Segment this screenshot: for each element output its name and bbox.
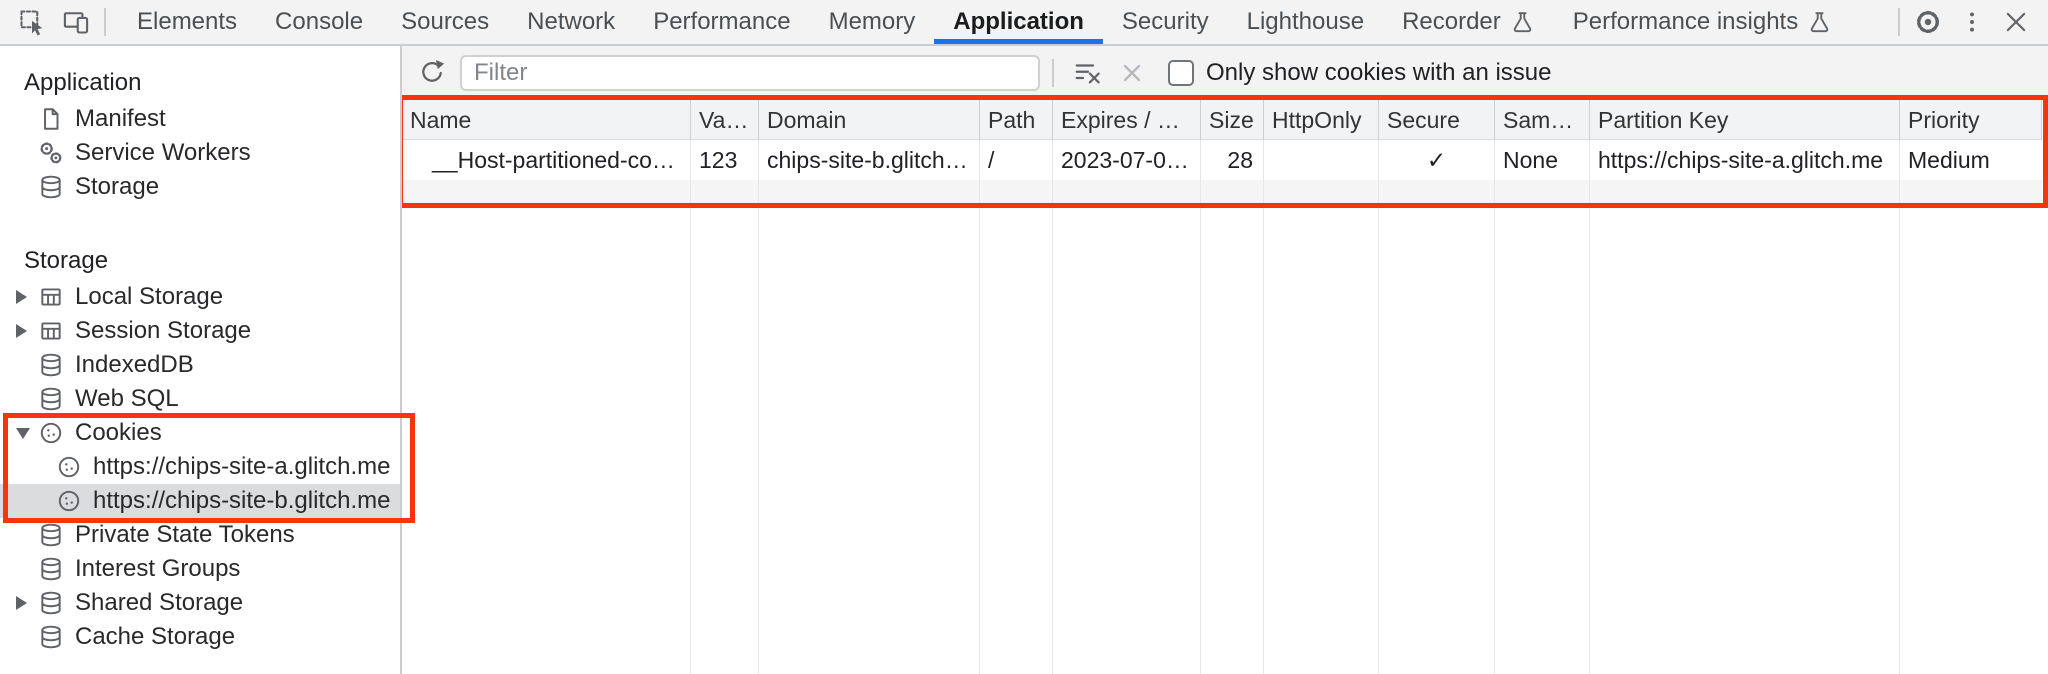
cell-secure-checkmark[interactable]: ✓ — [1379, 140, 1495, 180]
tab-network[interactable]: Network — [527, 8, 616, 35]
tab-performance-insights[interactable]: Performance insights — [1554, 0, 1851, 44]
cookie-table-row[interactable]: __Host-partitioned-cookie 123 chips-site… — [402, 140, 2042, 180]
cell-size[interactable]: 28 — [1201, 140, 1264, 180]
column-header-path[interactable]: Path — [980, 100, 1053, 139]
sidebar-item-cookies-chips-site-b[interactable]: https://chips-site-b.glitch.me — [0, 484, 400, 518]
toolbar-separator — [1052, 58, 1054, 87]
sidebar-item-storage[interactable]: Storage — [0, 170, 400, 204]
column-header-value[interactable]: Value — [691, 100, 759, 139]
toolbar-separator — [104, 8, 106, 36]
cookie-table: Name Value Domain Path Expires / M… Size… — [402, 100, 2042, 674]
sidebar-item-interest-groups[interactable]: Interest Groups — [0, 552, 400, 586]
cookie-icon — [40, 422, 62, 444]
column-header-priority[interactable]: Priority — [1900, 100, 2042, 139]
only-issue-cookies-checkbox[interactable] — [1168, 59, 1194, 86]
tab-application[interactable]: Application — [934, 0, 1103, 44]
table-icon — [41, 322, 61, 340]
application-sidebar: Application Manifest Service Workers — [0, 46, 415, 674]
cell-name[interactable]: __Host-partitioned-cookie — [402, 140, 691, 180]
file-icon — [44, 108, 59, 130]
column-header-name[interactable]: Name — [402, 100, 691, 139]
tab-elements[interactable]: Elements — [137, 8, 238, 35]
panel-tabs: Elements Console Sources Network Perform… — [118, 0, 1851, 44]
sidebar-item-web-sql[interactable]: Web SQL — [0, 382, 400, 416]
tab-lighthouse[interactable]: Lighthouse — [1246, 8, 1365, 35]
clear-filter-icon[interactable] — [1066, 53, 1110, 93]
gears-icon — [40, 142, 62, 164]
experimental-flask-icon — [1810, 11, 1829, 32]
chevron-right-icon[interactable] — [16, 596, 27, 610]
experimental-flask-icon — [1513, 11, 1532, 32]
sidebar-item-cache-storage[interactable]: Cache Storage — [0, 620, 400, 654]
cell-domain[interactable]: chips-site-b.glitch.me — [759, 140, 980, 180]
chevron-right-icon[interactable] — [16, 324, 27, 338]
database-icon — [41, 175, 61, 199]
device-toolbar-icon[interactable] — [54, 2, 98, 42]
table-icon — [41, 288, 61, 306]
table-filler-area — [402, 203, 2042, 674]
column-header-expires[interactable]: Expires / M… — [1053, 100, 1201, 139]
cookies-toolbar: Only show cookies with an issue — [402, 46, 2048, 100]
cookie-icon — [58, 456, 80, 478]
tab-security[interactable]: Security — [1121, 8, 1209, 35]
database-icon — [41, 591, 61, 615]
cell-priority[interactable]: Medium — [1908, 147, 1990, 173]
only-issue-cookies-label: Only show cookies with an issue — [1206, 58, 1552, 86]
empty-stripe-row — [402, 180, 2042, 203]
cell-samesite[interactable]: None — [1495, 140, 1590, 180]
delete-icon[interactable] — [1110, 53, 1154, 93]
database-icon — [41, 557, 61, 581]
tab-sources[interactable]: Sources — [401, 8, 490, 35]
close-icon[interactable] — [1994, 2, 2038, 42]
toolbar-separator — [1898, 8, 1900, 36]
sidebar-item-indexeddb[interactable]: IndexedDB — [0, 348, 400, 382]
database-icon — [41, 353, 61, 377]
database-icon — [41, 625, 61, 649]
tab-console[interactable]: Console — [275, 8, 364, 35]
sidebar-section-storage: Storage — [24, 247, 109, 274]
cookies-panel: Only show cookies with an issue Name Val… — [402, 46, 2048, 674]
sidebar-item-session-storage[interactable]: Session Storage — [0, 314, 400, 348]
refresh-icon[interactable] — [410, 53, 454, 93]
sidebar-item-cookies-chips-site-a[interactable]: https://chips-site-a.glitch.me — [0, 450, 400, 484]
cell-value[interactable]: 123 — [691, 140, 759, 180]
cell-httponly[interactable] — [1264, 140, 1379, 180]
column-header-domain[interactable]: Domain — [759, 100, 980, 139]
cookie-icon — [58, 490, 80, 512]
database-icon — [41, 523, 61, 547]
sidebar-item-service-workers[interactable]: Service Workers — [0, 136, 400, 170]
sidebar-item-local-storage[interactable]: Local Storage — [0, 280, 400, 314]
settings-gear-icon[interactable] — [1906, 2, 1950, 42]
tab-recorder[interactable]: Recorder — [1383, 0, 1554, 44]
chevron-right-icon[interactable] — [16, 290, 27, 304]
devtools-tabbar: Elements Console Sources Network Perform… — [0, 0, 2048, 46]
cell-expires[interactable]: 2023-07-07… — [1053, 140, 1201, 180]
kebab-menu-icon[interactable] — [1950, 2, 1994, 42]
sidebar-item-private-state-tokens[interactable]: Private State Tokens — [0, 518, 400, 552]
inspect-element-icon[interactable] — [10, 2, 54, 42]
chevron-down-icon[interactable] — [16, 427, 30, 439]
cookie-table-header: Name Value Domain Path Expires / M… Size… — [402, 100, 2042, 140]
column-header-size[interactable]: Size — [1201, 100, 1264, 139]
cell-partition-key[interactable]: https://chips-site-a.glitch.me — [1590, 140, 1900, 180]
column-header-secure[interactable]: Secure — [1379, 100, 1495, 139]
sidebar-item-cookies[interactable]: Cookies — [0, 416, 400, 450]
column-header-httponly[interactable]: HttpOnly — [1264, 100, 1379, 139]
tab-memory[interactable]: Memory — [828, 8, 916, 35]
sidebar-section-application: Application — [24, 69, 142, 96]
cell-path[interactable]: / — [980, 140, 1053, 180]
sidebar-item-shared-storage[interactable]: Shared Storage — [0, 586, 400, 620]
column-header-partition-key[interactable]: Partition Key — [1590, 100, 1900, 139]
database-icon — [41, 387, 61, 411]
cookie-filter-input[interactable] — [460, 54, 1040, 91]
column-header-samesite[interactable]: SameSite — [1495, 100, 1590, 139]
tab-performance[interactable]: Performance — [653, 8, 791, 35]
sidebar-item-manifest[interactable]: Manifest — [0, 102, 400, 136]
